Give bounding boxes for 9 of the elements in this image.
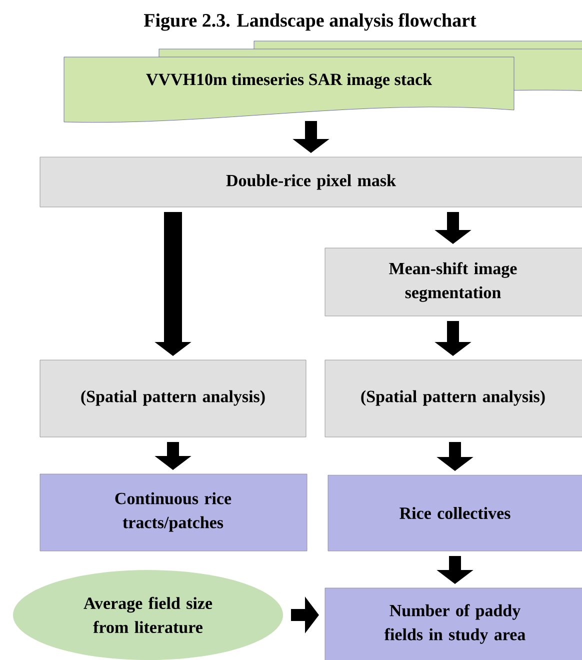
- result-box: Rice collectives: [328, 474, 582, 552]
- document-stack: VVVH10m timeseries SAR image stack: [64, 40, 582, 123]
- process-box: Mean-shift image segmentation: [324, 248, 582, 316]
- result-box: Number of paddy fields in study area: [324, 588, 582, 660]
- process-box: (Spatial pattern analysis): [40, 360, 306, 438]
- result-box: Continuous rice tracts/patches: [40, 474, 308, 552]
- process-box: (Spatial pattern analysis): [324, 360, 582, 438]
- figure-title: Figure 2.3. Landscape analysis flowchart: [144, 13, 476, 31]
- process-box: Double-rice pixel mask: [40, 156, 582, 208]
